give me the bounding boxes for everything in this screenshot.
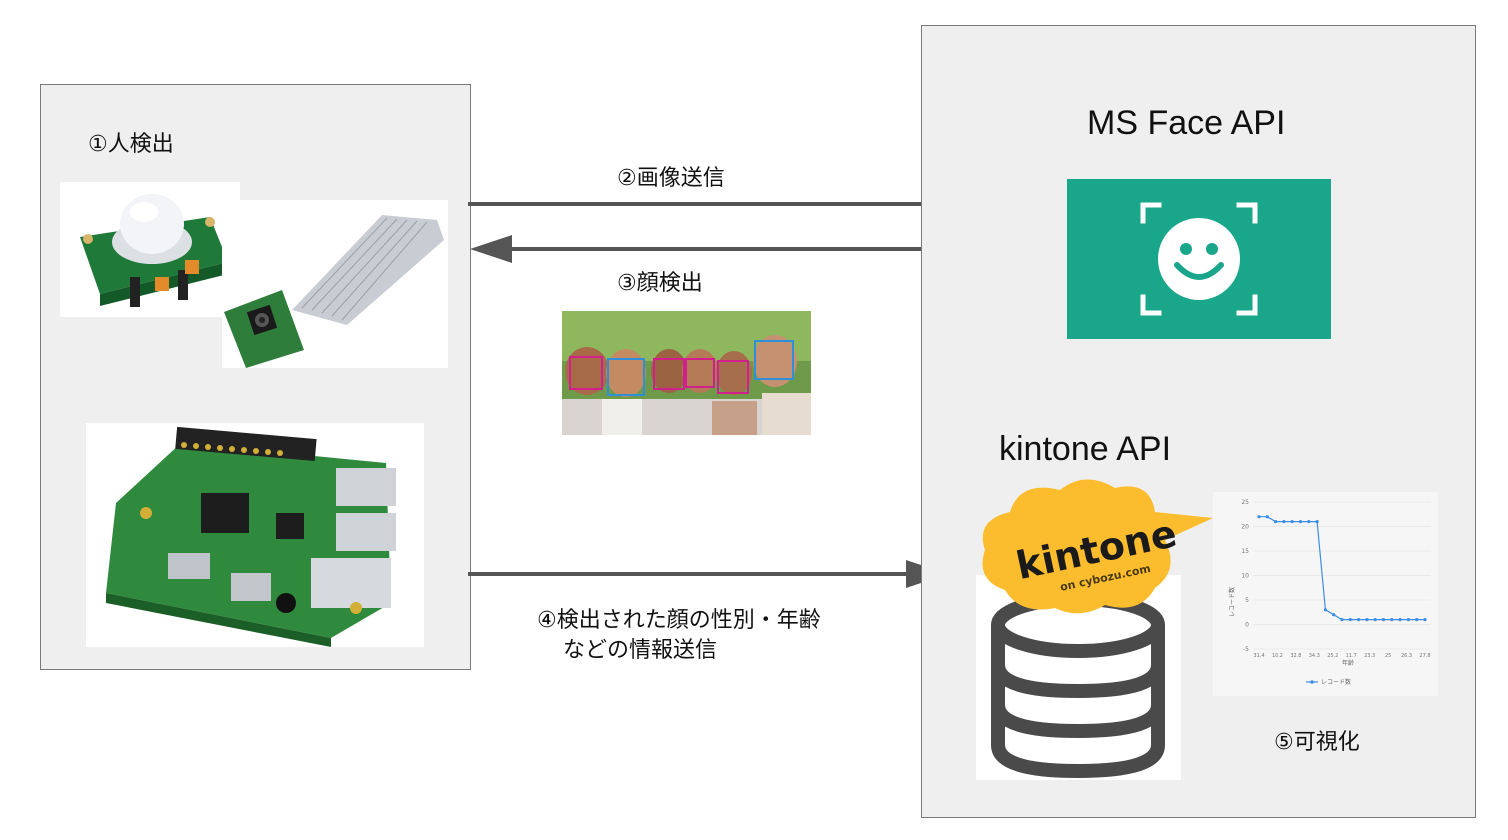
x-axis-label: 年齢 — [1342, 659, 1354, 667]
data-point — [1282, 520, 1286, 524]
age-chart: 25 20 15 10 5 0 -5 31.4 10.2 32.8 34.3 25.2 11.7 23.… — [1213, 492, 1438, 696]
data-point — [1307, 520, 1311, 524]
data-point — [1398, 618, 1402, 622]
age-line-chart: 25 20 15 10 5 0 -5 31.4 10.2 32.8 34.3 25.2 11.7 23.… — [1228, 499, 1431, 686]
data-point — [1415, 618, 1419, 622]
data-point — [1365, 618, 1369, 622]
data-point — [1390, 618, 1394, 622]
data-point — [1373, 618, 1377, 622]
camera-module-image — [222, 200, 448, 368]
data-point — [1332, 613, 1336, 617]
data-point — [1298, 520, 1303, 524]
data-point — [1274, 520, 1278, 524]
data-point — [1315, 520, 1319, 524]
face-api-icon — [1067, 179, 1331, 339]
y-tick-label: 10 — [1241, 573, 1249, 580]
y-tick-label: 5 — [1245, 597, 1249, 604]
x-tick-label: 31.4 — [1253, 653, 1264, 659]
raspberry-pi-image — [86, 423, 424, 647]
face-detection-photo — [562, 311, 811, 435]
step1-label: ①人検出 — [88, 132, 174, 157]
y-tick-label: 20 — [1241, 524, 1249, 531]
smiley-face-icon — [1158, 218, 1240, 300]
x-tick-label: 34.3 — [1309, 653, 1320, 659]
step4-label-line2: などの情報送信 — [563, 638, 718, 663]
x-tick-label: 11.7 — [1346, 653, 1357, 659]
step3-label: ③顔検出 — [617, 271, 703, 296]
y-tick-label: 15 — [1241, 548, 1249, 555]
send-info-arrow — [468, 560, 948, 588]
x-tick-label: 25.2 — [1327, 653, 1338, 659]
x-tick-label: 10.2 — [1272, 653, 1283, 659]
data-point — [1340, 618, 1344, 622]
x-tick-label: 25 — [1385, 653, 1391, 659]
y-tick-label: 0 — [1245, 622, 1249, 629]
step2-label: ②画像送信 — [617, 166, 725, 191]
legend-marker — [1310, 680, 1314, 684]
data-point — [1423, 618, 1427, 622]
x-tick-label: 32.8 — [1290, 653, 1301, 659]
data-point — [1257, 515, 1261, 519]
y-axis-label: レコード数 — [1228, 587, 1236, 617]
data-point — [1406, 618, 1410, 622]
y-tick-label: 25 — [1241, 499, 1249, 506]
series-line — [1259, 516, 1425, 621]
step5-label: ⑤可視化 — [1274, 730, 1360, 755]
x-tick-label: 27.8 — [1419, 653, 1430, 659]
pir-sensor-image — [60, 182, 240, 317]
data-point — [1265, 515, 1269, 519]
x-tick-label: 23.3 — [1364, 653, 1375, 659]
kintone-logo: kintone on cybozu.com — [975, 470, 1215, 620]
x-tick-label: 26.3 — [1401, 653, 1412, 659]
data-point — [1323, 608, 1327, 612]
data-point — [1348, 618, 1352, 622]
legend-label: レコード数 — [1321, 678, 1351, 686]
step4-label-line1: ④検出された顔の性別・年齢 — [537, 608, 821, 633]
ms-face-api-title: MS Face API — [1087, 104, 1286, 142]
y-tick-label: -5 — [1243, 646, 1249, 653]
data-point — [1357, 618, 1361, 622]
data-point — [1381, 618, 1386, 622]
kintone-api-title: kintone API — [999, 430, 1172, 468]
data-point — [1290, 520, 1294, 524]
